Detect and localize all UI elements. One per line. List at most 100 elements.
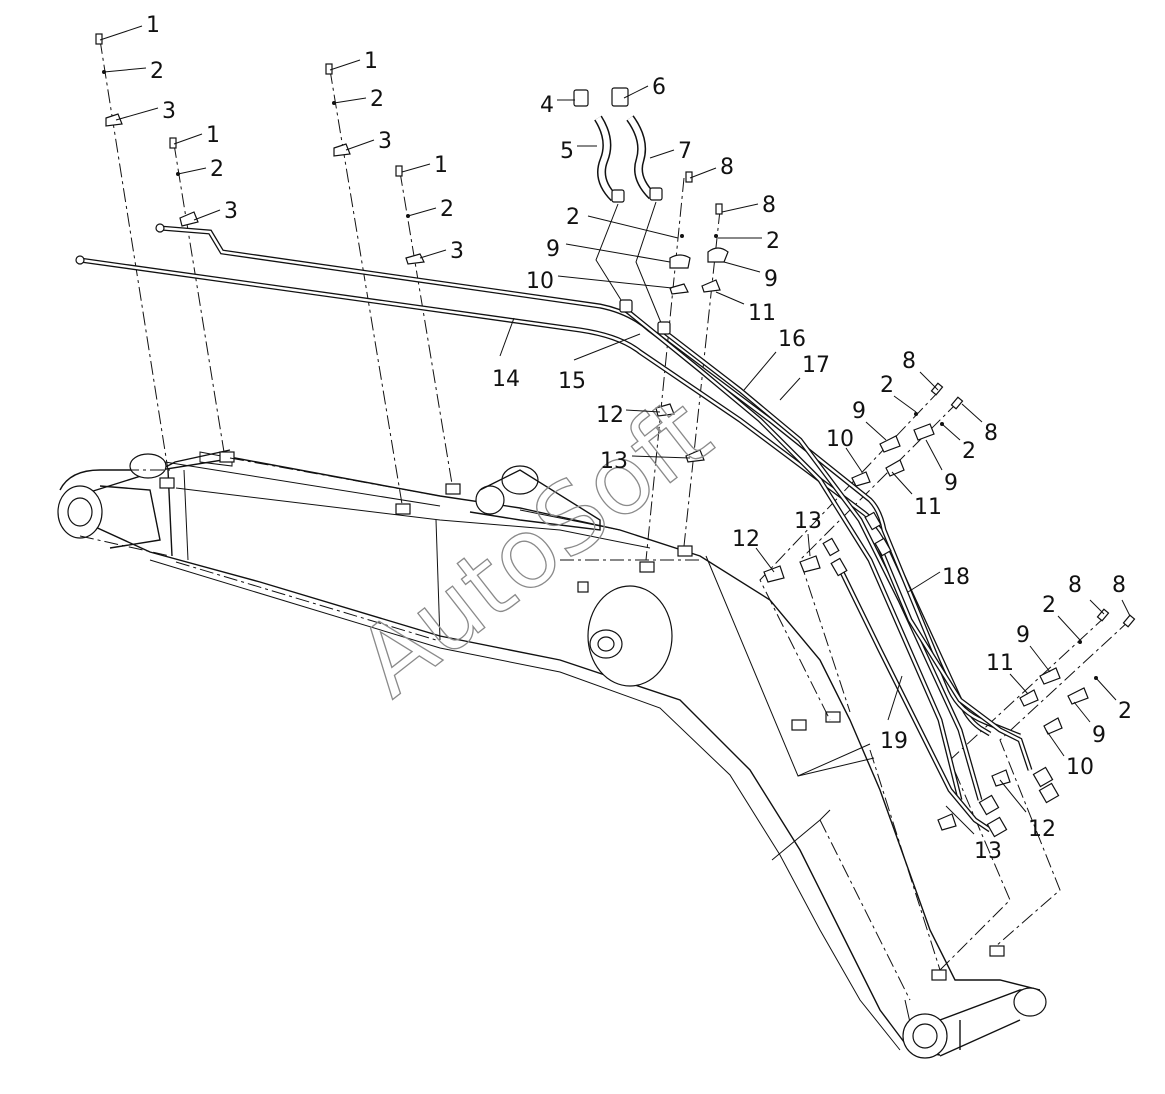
callout-c5: 5 [560, 139, 574, 164]
fitting-4 [573, 89, 589, 107]
callout-c2a: 2 [150, 59, 164, 84]
leader-line-c2g [893, 395, 917, 413]
leader-line-c1a [99, 25, 143, 41]
leader-line-c2j [1095, 677, 1117, 701]
boom-dome [587, 585, 673, 687]
callout-c9d: 9 [944, 471, 958, 496]
callout-c2i: 2 [1042, 593, 1056, 618]
leader-line-c9a [565, 243, 671, 263]
leader-line-c16 [743, 351, 777, 391]
callout-c1b: 1 [206, 123, 220, 148]
leader-line-c2e [587, 215, 679, 239]
callout-c2g: 2 [880, 373, 894, 398]
callout-c2d: 2 [440, 197, 454, 222]
leader-line-c2a [103, 67, 147, 73]
callout-c9c: 9 [852, 399, 866, 424]
pipe-end-fittings [822, 511, 1060, 838]
pipe-19 [833, 558, 992, 833]
cylinder-mount-boss [501, 465, 539, 495]
leader-line-c13c [945, 805, 975, 835]
leader-line-c2i [1057, 615, 1081, 641]
leader-line-c6 [623, 85, 649, 99]
callout-c13b: 13 [794, 509, 822, 534]
leader-line-c7 [649, 149, 675, 159]
callout-c8a: 8 [720, 155, 734, 180]
boom-structure [57, 449, 1047, 1059]
callout-c9e: 9 [1016, 623, 1030, 648]
leader-line-c8e [1089, 599, 1105, 615]
hose-fittings [573, 87, 671, 335]
leader-line-c2b [177, 167, 207, 175]
hose-5 [594, 115, 627, 309]
callout-c10c: 10 [1066, 755, 1094, 780]
callout-c9b: 9 [764, 267, 778, 292]
leader-line-c14 [499, 317, 515, 357]
callout-c11c: 11 [986, 651, 1014, 676]
leader-line-c15 [573, 333, 641, 361]
leader-line-c17 [779, 377, 801, 401]
assembly-center-lines [79, 39, 1131, 1001]
callout-c2h: 2 [962, 439, 976, 464]
callout-c13a: 13 [600, 449, 628, 474]
leader-line-c9e [1029, 645, 1051, 673]
leader-line-c8b [721, 203, 759, 213]
callout-c10a: 10 [526, 269, 554, 294]
leader-line-c9c [865, 421, 887, 441]
callout-c3d: 3 [450, 239, 464, 264]
callout-c13c: 13 [974, 839, 1002, 864]
callout-c9a: 9 [546, 237, 560, 262]
leader-line-c19 [887, 675, 903, 721]
callout-c12b: 12 [732, 527, 760, 552]
callout-c8d: 8 [984, 421, 998, 446]
leader-line-c9d [925, 439, 943, 471]
callout-c2e: 2 [566, 205, 580, 230]
leader-line-c2d [407, 207, 437, 217]
callout-c8e: 8 [1068, 573, 1082, 598]
callout-c12a: 12 [596, 403, 624, 428]
leader-line-c13b [807, 533, 811, 557]
hose-7 [626, 115, 665, 331]
leader-line-c2h [941, 423, 961, 441]
leader-line-c8a [689, 167, 717, 179]
callout-c2b: 2 [210, 157, 224, 182]
leader-line-c8f [1121, 599, 1131, 617]
callout-c19: 19 [880, 729, 908, 754]
callout-c15: 15 [558, 369, 586, 394]
leader-line-c8c [919, 371, 939, 391]
leader-line-c1b [173, 133, 203, 145]
leader-line-c1d [401, 163, 431, 173]
leader-line-c11a [715, 291, 745, 305]
callout-c3b: 3 [224, 199, 238, 224]
callout-c7: 7 [678, 139, 692, 164]
callout-c1a: 1 [146, 13, 160, 38]
fasteners [95, 33, 1136, 831]
callout-c8c: 8 [902, 349, 916, 374]
callout-c9f: 9 [1092, 723, 1106, 748]
callout-c2j: 2 [1118, 699, 1132, 724]
pipe-15 [155, 223, 1021, 739]
callout-c10b: 10 [826, 427, 854, 452]
leader-line-c11b [891, 471, 913, 495]
leader-line-c3c [345, 139, 375, 151]
leader-line-c12c [999, 779, 1027, 813]
leader-line-c12b [755, 547, 775, 573]
leader-line-c18 [907, 571, 941, 593]
leader-line-c3a [115, 107, 159, 121]
leader-line-c3d [419, 249, 447, 259]
callout-c16: 16 [778, 327, 806, 352]
leader-line-c8d [961, 403, 983, 423]
leader-line-c1c [329, 59, 361, 71]
callout-c14: 14 [492, 367, 520, 392]
leader-line-c2c [333, 97, 367, 104]
leader-line-c3b [193, 209, 221, 221]
pipe-18 [877, 547, 1033, 771]
callout-c2c: 2 [370, 87, 384, 112]
leader-line-c10c [1045, 729, 1065, 757]
leader-line-c9b [723, 261, 761, 273]
callout-c17: 17 [802, 353, 830, 378]
leader-line-c10b [845, 447, 863, 473]
callout-c1d: 1 [434, 153, 448, 178]
leader-line-c12a [625, 409, 661, 413]
fitting-6 [611, 87, 629, 107]
